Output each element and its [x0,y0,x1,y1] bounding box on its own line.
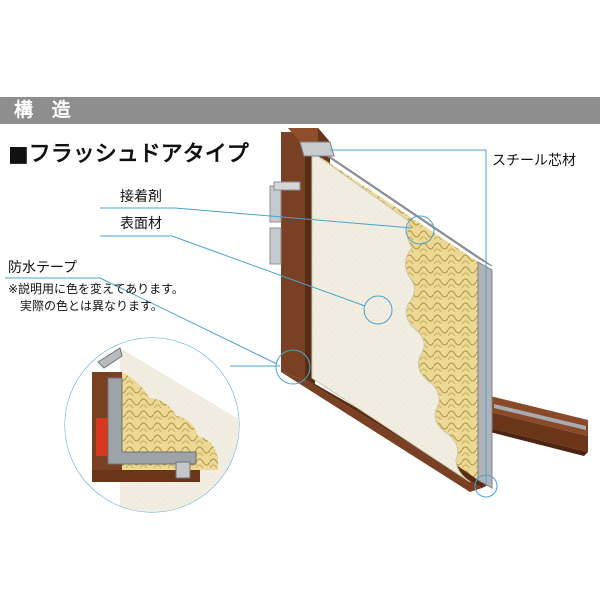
door-type-title: ■フラッシュドアタイプ [8,142,249,167]
bottom-rail [490,396,588,456]
steel-core-label: スチール芯材 [492,153,576,169]
section-title: 構 造 [14,99,77,121]
hinge-plates [269,181,301,265]
section-header: 構 造 [0,97,600,124]
adhesive-label: 接着剤 [120,189,162,205]
surface-material-label: 表面材 [120,216,162,232]
steel-core [317,149,493,489]
top-cap [299,141,335,157]
detail-inset [65,338,239,512]
surface-panel [311,151,471,483]
color-note-line2: 実際の色とは異なります。 [20,299,163,313]
waterproof-tape-label: 防水テープ [8,260,78,276]
color-note-line1: ※説明用に色を変えてあります。 [8,282,184,296]
